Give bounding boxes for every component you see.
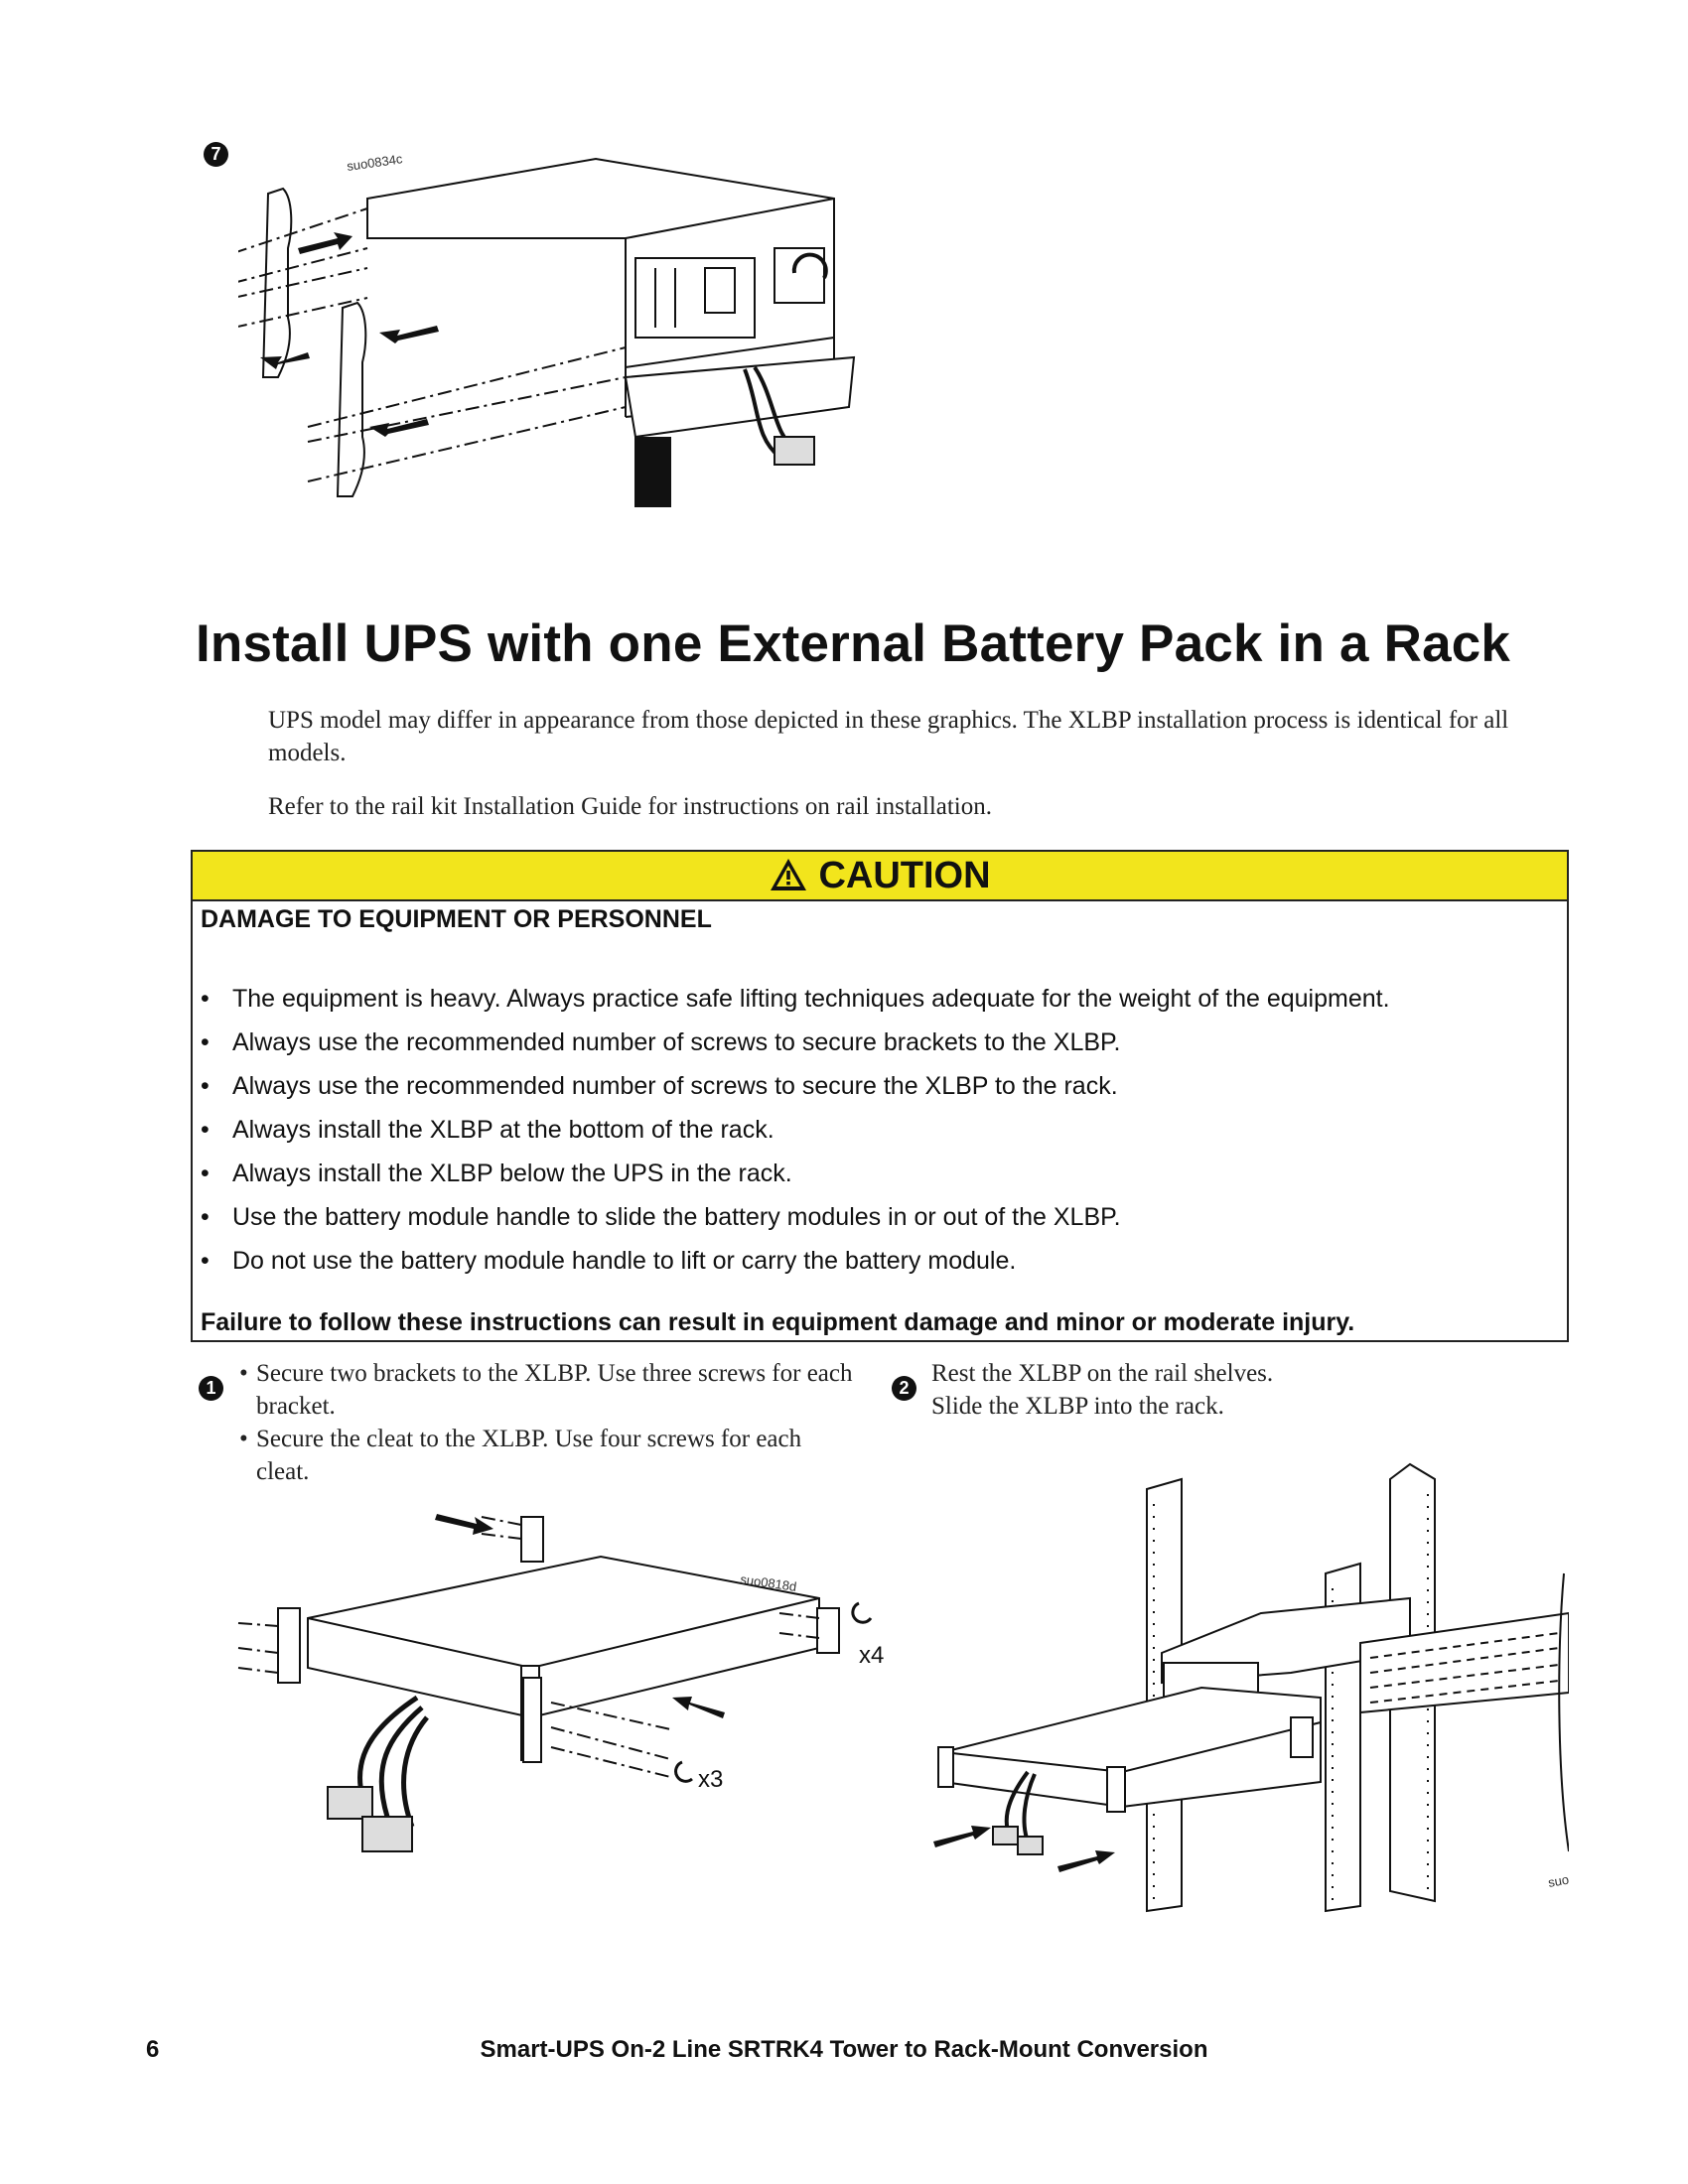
caution-item: •The equipment is heavy. Always practice…	[201, 985, 1390, 1013]
step-1-instructions: •Secure two brackets to the XLBP. Use th…	[239, 1357, 860, 1488]
rotate-arrow-icon	[851, 1601, 873, 1624]
step-2-badge: 2	[892, 1376, 916, 1401]
page-number: 6	[146, 2036, 160, 2063]
step-7-badge: 7	[204, 142, 228, 167]
footer-title: Smart-UPS On-2 Line SRTRK4 Tower to Rack…	[480, 2036, 1208, 2063]
warning-triangle-icon	[771, 859, 807, 890]
caution-item: •Do not use the battery module handle to…	[201, 1247, 1017, 1275]
figure-tower-bracket-removal: suo0834c	[238, 151, 856, 507]
step-1-bullet: •Secure the cleat to the XLBP. Use four …	[239, 1426, 802, 1485]
caution-item: •Use the battery module handle to slide …	[201, 1203, 1121, 1231]
step-1-bullet: •Secure two brackets to the XLBP. Use th…	[239, 1360, 853, 1420]
svg-text:suo: suo	[1547, 1872, 1569, 1890]
caution-item: •Always use the recommended number of sc…	[201, 1072, 1118, 1100]
caution-header: CAUTION	[193, 852, 1567, 901]
caution-item: •Always install the XLBP at the bottom o…	[201, 1116, 774, 1144]
figure-xlbp-into-rack: suo	[933, 1462, 1569, 1913]
step-1-badge: 1	[199, 1376, 223, 1401]
arrow-icon	[298, 232, 352, 254]
caution-footer: Failure to follow these instructions can…	[201, 1308, 1355, 1336]
caution-label: CAUTION	[818, 855, 991, 896]
rotate-arrow-icon	[791, 252, 828, 279]
caution-list: •The equipment is heavy. Always practice…	[201, 977, 1390, 1283]
step-2-line: Slide the XLBP into the rack.	[931, 1393, 1224, 1420]
figure-brackets-to-xlbp: suo0818d x3 x4	[237, 1514, 884, 1852]
step-2-instructions: Rest the XLBP on the rail shelves. Slide…	[931, 1357, 1527, 1423]
intro-paragraph-1: UPS model may differ in appearance from …	[268, 707, 1509, 766]
caution-box: CAUTION DAMAGE TO EQUIPMENT OR PERSONNEL…	[191, 850, 1569, 1342]
svg-text:x4: x4	[859, 1642, 884, 1669]
svg-text:suo0834c: suo0834c	[346, 151, 403, 174]
arrow-icon	[933, 1826, 991, 1847]
caution-item: •Always install the XLBP below the UPS i…	[201, 1160, 792, 1187]
caution-item: •Always use the recommended number of sc…	[201, 1028, 1121, 1056]
section-heading: Install UPS with one External Battery Pa…	[196, 614, 1511, 673]
svg-text:x3: x3	[698, 1766, 723, 1793]
rotate-arrow-icon	[674, 1760, 693, 1783]
intro-paragraph-2: Refer to the rail kit Installation Guide…	[268, 793, 993, 820]
step-2-line: Rest the XLBP on the rail shelves.	[931, 1360, 1274, 1387]
arrow-icon	[1057, 1850, 1115, 1872]
caution-subtitle: DAMAGE TO EQUIPMENT OR PERSONNEL	[201, 905, 712, 933]
